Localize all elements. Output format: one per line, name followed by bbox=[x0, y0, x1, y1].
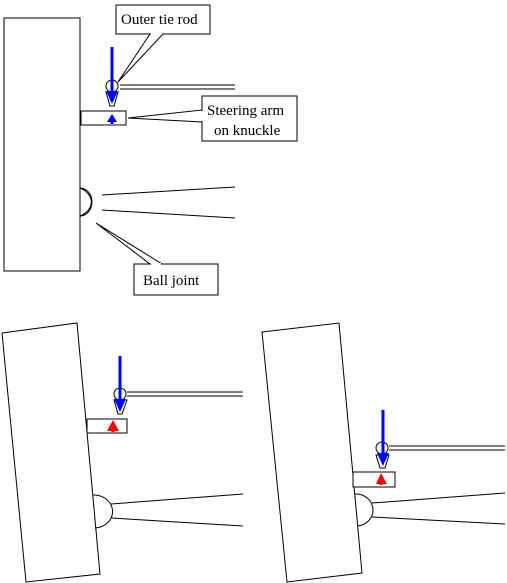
label-on-knuckle: on knuckle bbox=[214, 123, 281, 139]
panel-neutral: Outer tie rod Steering arm on knuckle Ba… bbox=[3, 4, 298, 296]
lower-control-arm-lower bbox=[101, 209, 236, 219]
steering-arm bbox=[352, 471, 396, 488]
label-outer-tie-rod: Outer tie rod bbox=[121, 12, 198, 28]
steering-arm bbox=[86, 418, 128, 434]
callout-outer-tie-rod: Outer tie rod bbox=[115, 4, 211, 83]
lower-control-arm-upper bbox=[110, 493, 244, 505]
label-steering-arm: Steering arm bbox=[207, 103, 284, 119]
reaction-arrow-tilted bbox=[107, 420, 119, 431]
label-ball-joint: Ball joint bbox=[143, 273, 200, 289]
lower-control-arm-lower bbox=[110, 517, 244, 527]
callout-steering-arm: Steering arm on knuckle bbox=[127, 95, 298, 142]
lower-control-arm-upper bbox=[101, 186, 236, 196]
steering-arm bbox=[80, 110, 127, 126]
lower-control-arm-lower bbox=[371, 516, 506, 525]
panel-tilted-left bbox=[1, 322, 244, 583]
panel-tilted-right bbox=[261, 322, 506, 583]
ball-joint bbox=[92, 494, 114, 529]
ball-joint bbox=[79, 187, 93, 217]
wheel-knuckle bbox=[1, 322, 101, 583]
wheel-knuckle bbox=[3, 17, 81, 272]
ball-joint bbox=[354, 493, 374, 527]
wheel-knuckle bbox=[261, 322, 363, 583]
callout-ball-joint: Ball joint bbox=[95, 222, 219, 296]
lower-control-arm-upper bbox=[371, 492, 506, 504]
